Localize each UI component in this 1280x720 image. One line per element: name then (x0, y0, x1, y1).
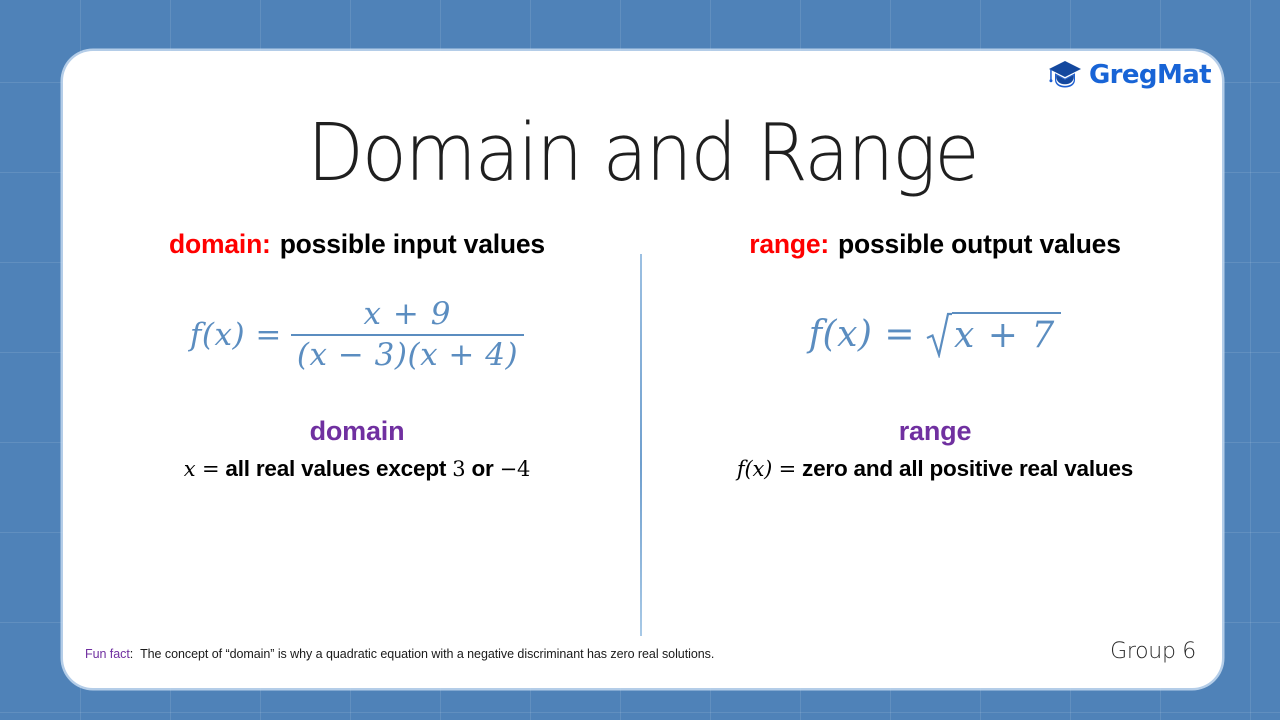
domain-excluded-value-2: −4 (499, 457, 531, 481)
square-root-symbol: x + 7 (926, 312, 1062, 358)
range-heading: range: possible output values (655, 229, 1215, 260)
fraction-numerator: x + 9 (363, 296, 452, 333)
domain-heading: domain: possible input values (77, 229, 637, 260)
range-answer-equals: = (778, 457, 797, 481)
range-radicand: x + 7 (952, 312, 1062, 358)
range-answer-phrase: zero and all positive real values (802, 456, 1134, 481)
domain-keyword: domain: (169, 229, 271, 259)
group-tag: Group 6 (1110, 639, 1196, 664)
slide-card: GregMat Domain and Range domain: possible… (63, 51, 1222, 688)
range-formula: f(x) = x + 7 (655, 260, 1215, 410)
gregmat-logo[interactable]: GregMat (1048, 60, 1212, 90)
fun-fact: Fun fact: The concept of “domain” is why… (85, 647, 714, 661)
page-title: Domain and Range (307, 107, 979, 199)
fraction-bar (290, 334, 525, 336)
range-answer-text: f(x) = zero and all positive real values (655, 456, 1215, 482)
domain-answer-joiner: or (471, 456, 494, 481)
domain-answer-label: domain (309, 416, 405, 446)
domain-answer-phrase: all real values except (225, 456, 447, 481)
fun-fact-separator: : (129, 647, 134, 661)
domain-column: domain: possible input values f(x) = x + … (77, 229, 637, 482)
range-answer-function: f(x) (736, 457, 773, 481)
fraction: x + 9 (x − 3)(x + 4) (290, 296, 525, 373)
domain-heading-text: possible input values (279, 229, 545, 259)
range-answer-label: range (898, 416, 972, 446)
column-divider (640, 254, 642, 636)
graduation-cap-icon (1048, 60, 1082, 90)
range-column: range: possible output values f(x) = x + … (655, 229, 1215, 482)
range-formula-lhs: f(x) = (808, 314, 916, 355)
domain-answer-text: x = all real values except 3 or −4 (77, 456, 637, 482)
fraction-denominator: (x − 3)(x + 4) (296, 336, 519, 373)
domain-excluded-value-1: 3 (452, 457, 466, 481)
fun-fact-text: The concept of “domain” is why a quadrat… (140, 647, 715, 661)
domain-answer-equals: = (201, 457, 220, 481)
domain-formula: f(x) = x + 9 (x − 3)(x + 4) (77, 260, 637, 410)
domain-answer-variable: x (183, 457, 196, 481)
brand-name: GregMat (1088, 60, 1212, 90)
fun-fact-label: Fun fact (85, 647, 130, 661)
range-heading-text: possible output values (838, 229, 1121, 259)
range-keyword: range: (749, 229, 830, 259)
domain-formula-lhs: f(x) = (189, 316, 282, 353)
